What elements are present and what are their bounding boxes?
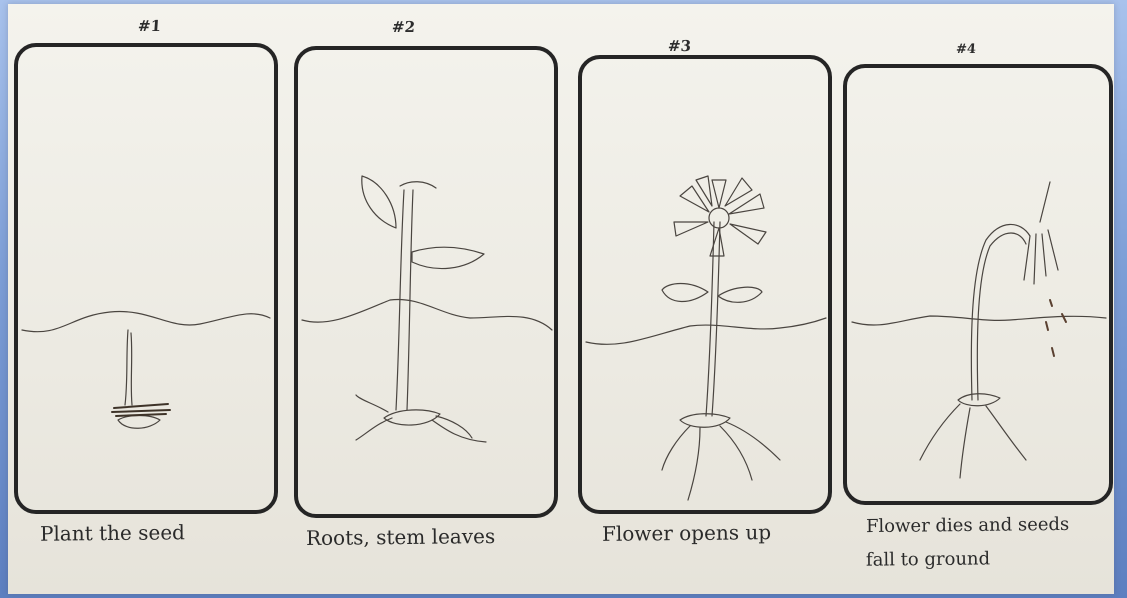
sprout — [125, 330, 132, 405]
wilted-petals — [1024, 182, 1058, 284]
panel-1-drawing — [22, 312, 270, 429]
seed — [118, 416, 160, 429]
panel-4-frame — [845, 66, 1111, 503]
roots-3 — [662, 422, 780, 500]
panel-2-drawing — [302, 176, 552, 442]
roots-4 — [920, 404, 1026, 478]
panel-4-caption-line-2: fall to ground — [866, 548, 990, 570]
falling-seeds — [1046, 300, 1066, 356]
panel-2-caption: Roots, stem leaves — [306, 524, 495, 550]
roots-2 — [356, 395, 486, 442]
panel-4-caption-line-1: Flower dies and seeds — [866, 514, 1069, 537]
panel-1-frame — [16, 45, 276, 512]
stem-top-hook — [400, 182, 436, 188]
panel-3-frame — [580, 57, 830, 512]
panel-2-frame — [296, 48, 556, 516]
seed-2 — [384, 410, 440, 425]
ground-line-3 — [586, 318, 826, 344]
stem-3 — [706, 222, 720, 416]
left-leaf-2 — [362, 176, 396, 228]
right-leaf-2 — [412, 247, 484, 268]
panel-4-number: #4 — [955, 42, 976, 57]
ground-line-2 — [302, 299, 552, 330]
panel-4-drawing — [852, 182, 1106, 478]
panel-1-caption: Plant the seed — [40, 520, 185, 546]
panel-2-number: #2 — [391, 18, 415, 36]
right-leaf-3 — [718, 287, 762, 302]
seed-3 — [680, 414, 730, 428]
panel-1-number: #1 — [137, 17, 161, 35]
seed-4 — [958, 394, 1000, 406]
stem-4 — [971, 224, 1030, 400]
ground-line-1 — [22, 312, 270, 332]
panel-3-number: #3 — [667, 37, 691, 55]
panel-3-drawing — [586, 176, 826, 500]
left-leaf-3 — [662, 284, 708, 302]
seed-coat — [112, 404, 170, 416]
flower-center — [709, 208, 729, 228]
panel-3-caption: Flower opens up — [602, 520, 771, 546]
ground-line-4 — [852, 316, 1106, 325]
